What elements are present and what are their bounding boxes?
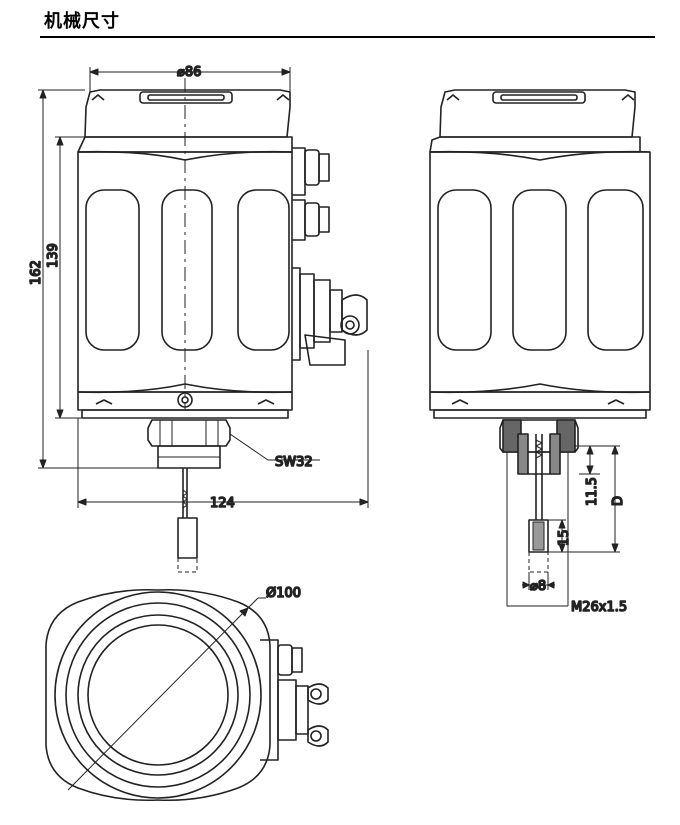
dim-probe-diameter: ⌀8	[530, 579, 546, 594]
dim-length-15: 15	[557, 529, 572, 546]
dim-diameter-bottom: Ø100	[266, 586, 301, 601]
side-view	[429, 89, 651, 573]
bottom-view	[45, 588, 329, 802]
dim-depth-d: D	[611, 496, 626, 506]
dim-depth-a: 11.5	[585, 477, 600, 506]
front-view	[77, 78, 368, 573]
dim-width-total: 124	[210, 496, 235, 511]
dim-thread: M26x1.5	[571, 600, 627, 615]
dim-height-total: 162	[29, 260, 44, 285]
side-dimensions	[506, 445, 620, 607]
dim-wrench-size: SW32	[275, 455, 313, 470]
front-dimensions	[38, 67, 369, 508]
title-divider	[40, 36, 655, 38]
dim-height-body: 139	[46, 243, 61, 268]
dim-width-top: ⌀86	[177, 65, 201, 80]
page-title: 机械尺寸	[44, 11, 120, 32]
